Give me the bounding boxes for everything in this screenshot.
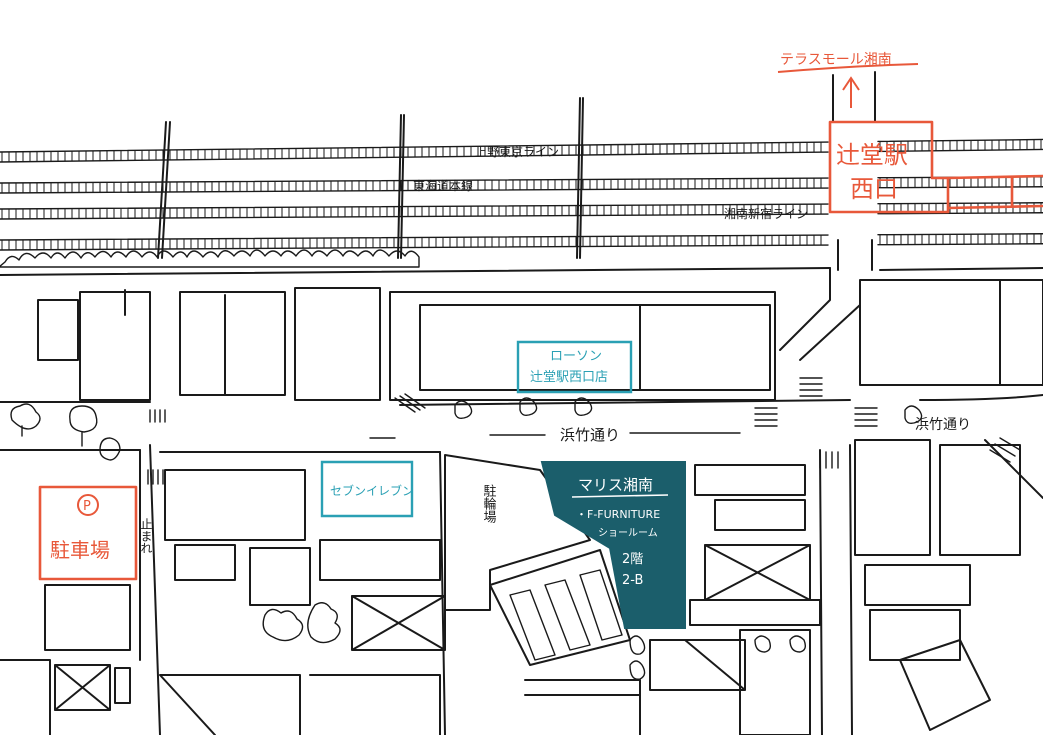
- bike-parking-racks: [509, 569, 623, 661]
- target-tenant: ・F-FURNITURE: [576, 508, 660, 521]
- rail-line: [877, 138, 1043, 153]
- buildings: [0, 279, 1043, 735]
- rail-label-shonan-shinjuku: 湘南新宿ライン: [724, 206, 808, 221]
- seven-eleven-store: セブンイレブン: [320, 460, 414, 518]
- rail-ties: [879, 176, 1042, 188]
- roads: [0, 267, 1043, 735]
- lawson-name: ローソン: [550, 349, 602, 364]
- arrow-up-icon: [842, 76, 860, 108]
- rail-line: [0, 234, 829, 251]
- rail-line: [877, 233, 1043, 246]
- rail-line: [877, 202, 1043, 215]
- rail-ties: [1, 204, 822, 219]
- parking-lot: P 駐車場: [38, 485, 138, 581]
- terrace-mall-label: テラスモール湘南: [780, 52, 892, 68]
- target-floor: 2階: [622, 552, 643, 567]
- station-name: 辻堂駅: [836, 141, 908, 169]
- hedge: [0, 249, 420, 268]
- seven-eleven-name: セブンイレブン: [330, 483, 414, 498]
- rail-ties: [879, 139, 1042, 152]
- parking-label: 駐車場: [50, 538, 110, 562]
- bike-parking-label: 駐輪場: [481, 484, 497, 523]
- rail-label-tokaido: 東海道本線: [413, 178, 473, 193]
- lawson-branch: 辻堂駅西口店: [530, 370, 608, 385]
- target-tenant-type: ショールーム: [598, 527, 658, 539]
- rail-line: [0, 141, 829, 163]
- station-building: 辻堂駅 西口: [828, 71, 1043, 271]
- street-label-hamatake: 浜竹通り: [560, 426, 620, 444]
- station-exit: 西口: [850, 175, 898, 203]
- terrace-mall-underline: [777, 63, 919, 73]
- rail-line: [0, 203, 829, 220]
- parking-pin-icon: [77, 494, 99, 516]
- target-room: 2-B: [622, 573, 643, 588]
- rail-ties: [1, 178, 822, 193]
- target-building-maris-shonan: マリス湘南 ・F-FURNITURE ショールーム 2階 2-B: [540, 461, 686, 629]
- stop-sign-label: 止まれ: [139, 518, 153, 554]
- railway-tracks: [0, 97, 1043, 259]
- lawson-store: ローソン 辻堂駅西口店: [516, 340, 633, 394]
- rail-ties: [1, 142, 822, 162]
- rail-ties: [1, 235, 822, 250]
- street-label-hamatake-right: 浜竹通り: [915, 417, 971, 433]
- rail-label-ueno-tokyo: 上野東京ライン: [475, 145, 559, 159]
- trees: [10, 397, 923, 680]
- parking-icon-letter: P: [83, 499, 91, 514]
- rail-ties: [879, 233, 1042, 245]
- target-title-underline: [571, 494, 669, 498]
- rail-line: [0, 177, 829, 194]
- target-title: マリス湘南: [578, 476, 653, 494]
